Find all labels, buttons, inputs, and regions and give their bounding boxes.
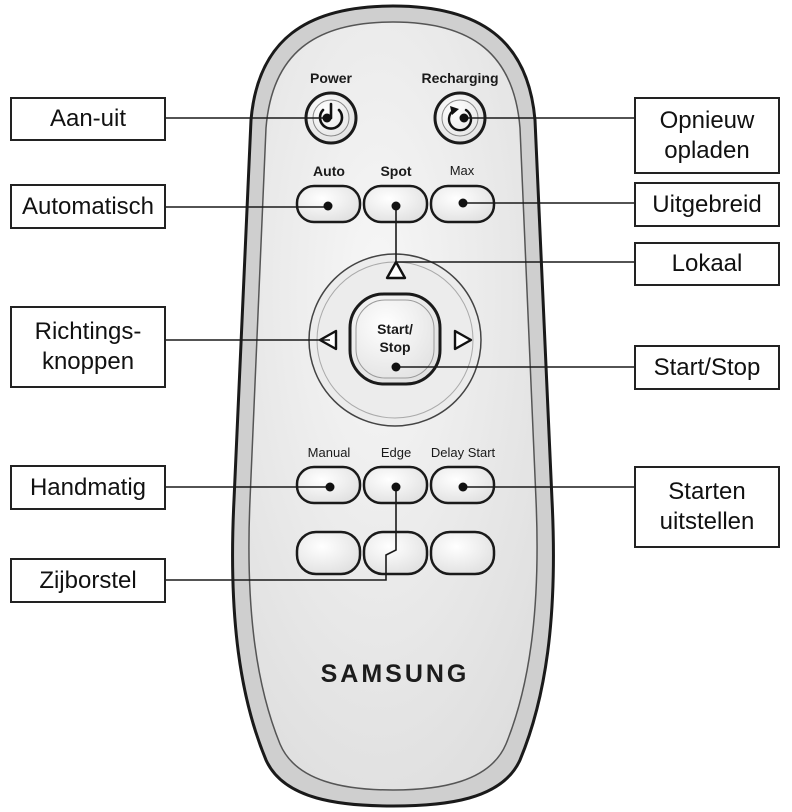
leader-dots — [322, 113, 469, 492]
callout-opnieuw-opladen-line1: Opnieuw — [659, 106, 755, 134]
callout-lokaal: Lokaal — [634, 242, 780, 286]
start-stop-label: Start/ Stop — [345, 320, 445, 356]
callout-starten-uitstellen-line2: uitstellen — [659, 508, 755, 535]
callout-richtingsknoppen-line1: Richtings- — [34, 318, 142, 345]
callout-starten-uitstellen-line1: Starten — [668, 478, 746, 505]
callout-richtingsknoppen: Richtings- knoppen — [10, 306, 166, 388]
callout-richtingsknoppen-line2: knoppen — [41, 348, 135, 375]
right-arrow-icon[interactable] — [453, 329, 473, 351]
edge-label: Edge — [380, 445, 412, 460]
callout-uitgebreid-text: Uitgebreid — [652, 190, 762, 218]
recharging-label: Recharging — [421, 70, 499, 86]
callout-aan-uit-text: Aan-uit — [49, 105, 127, 132]
callout-automatisch-text: Automatisch — [21, 192, 155, 220]
start-stop-button[interactable] — [348, 292, 442, 386]
callout-opnieuw-opladen-line2: opladen — [664, 136, 750, 164]
power-label: Power — [309, 70, 352, 86]
callout-start-stop-text: Start/Stop — [653, 353, 761, 381]
leader-lines — [166, 117, 634, 581]
callout-aan-uit: Aan-uit — [10, 97, 166, 141]
callout-opnieuw-opladen: Opnieuw opladen — [634, 97, 780, 174]
brand-logo: SAMSUNG — [320, 660, 470, 688]
callout-automatisch: Automatisch — [10, 184, 166, 229]
callout-handmatig: Handmatig — [10, 465, 166, 510]
blank-button-left[interactable] — [295, 530, 362, 576]
callout-starten-uitstellen: Starten uitstellen — [634, 466, 780, 548]
callout-lokaal-text: Lokaal — [671, 250, 743, 277]
up-arrow-icon[interactable] — [385, 260, 407, 280]
auto-label: Auto — [313, 163, 345, 179]
max-label: Max — [449, 163, 475, 178]
callout-zijborstel: Zijborstel — [10, 558, 166, 603]
callout-handmatig-text: Handmatig — [29, 473, 147, 501]
blank-button-right[interactable] — [429, 530, 496, 576]
start-stop-label-line1: Start/ — [377, 321, 413, 337]
callout-zijborstel-text: Zijborstel — [39, 566, 137, 594]
spot-label: Spot — [380, 163, 412, 179]
manual-label: Manual — [307, 445, 351, 460]
delay-start-label: Delay Start — [430, 445, 496, 460]
recharge-icon — [447, 106, 473, 132]
start-stop-label-line2: Stop — [379, 339, 411, 355]
power-icon — [318, 102, 344, 130]
callout-start-stop: Start/Stop — [634, 345, 780, 390]
callout-uitgebreid: Uitgebreid — [634, 182, 780, 227]
